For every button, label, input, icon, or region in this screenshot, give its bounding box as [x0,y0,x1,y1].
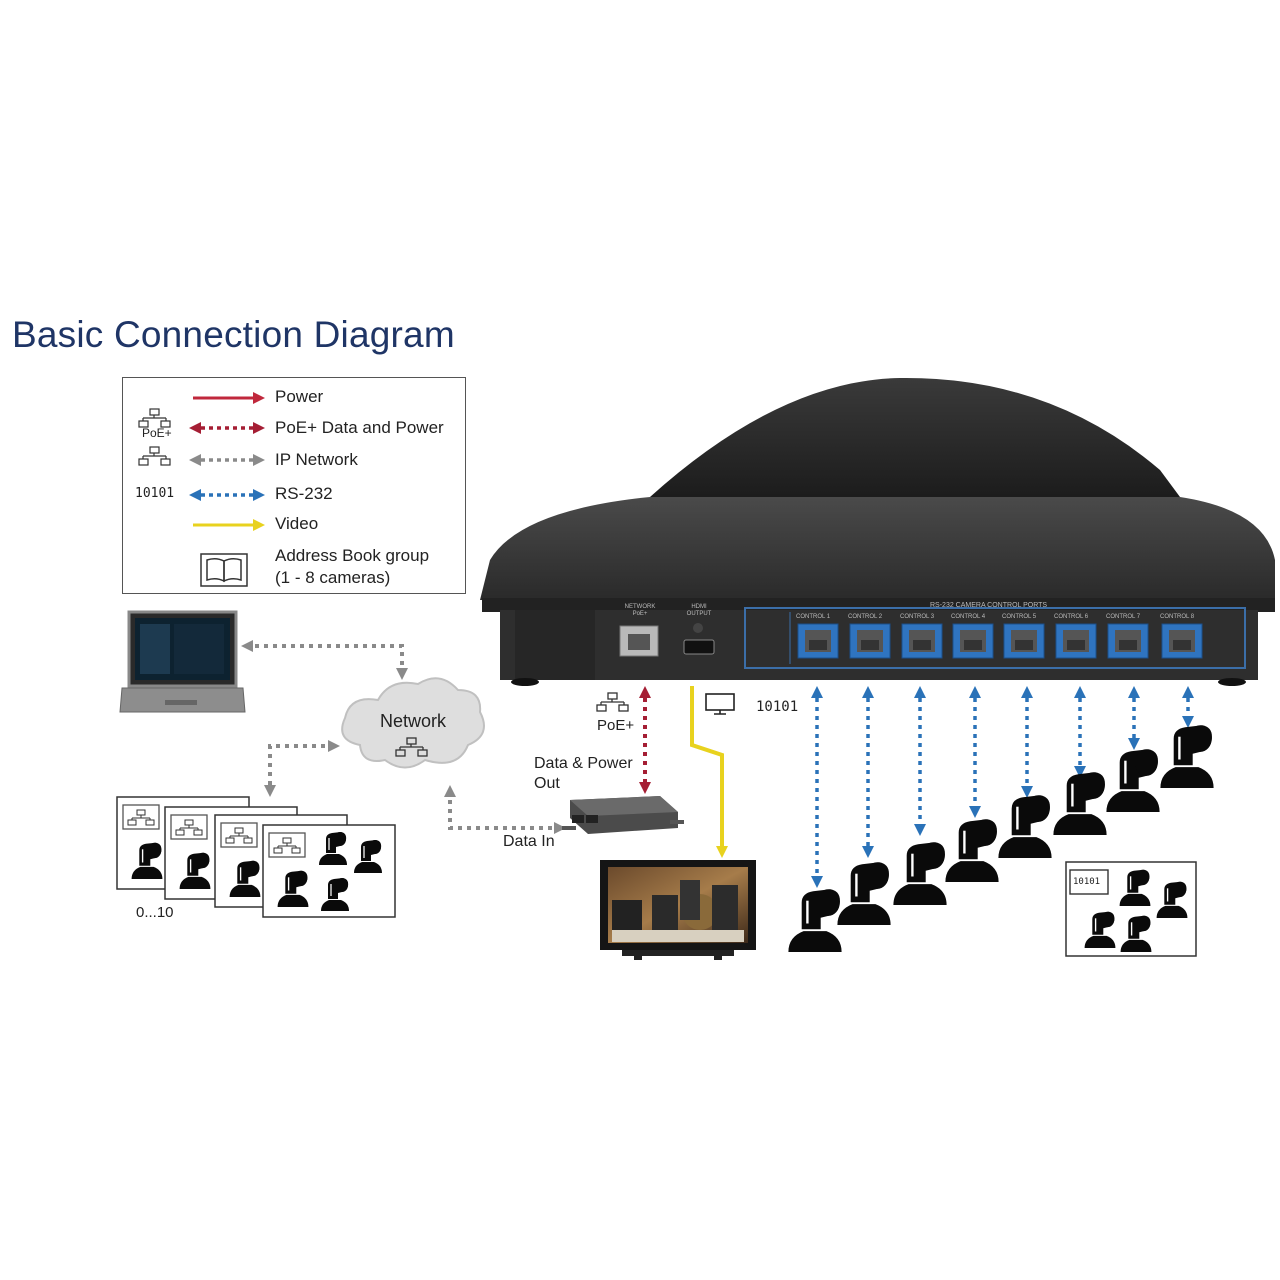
camera-8 [1160,725,1214,788]
address-book-box-cameras [1084,869,1188,952]
data-power-out-label: Data & Power [534,755,633,772]
address-book-page-camera-3-a [229,860,261,897]
control-port-label-3: CONTROL 3 [900,614,935,620]
control-port-label-4: CONTROL 4 [951,614,986,620]
control-port-3 [901,623,943,659]
control-port-4 [952,623,994,659]
address-book-pages [116,796,396,918]
legend-poe-arrow [189,422,265,434]
camera-1 [788,889,842,952]
video-link [690,686,728,858]
control-port-2 [849,623,891,659]
controllers-count-label: 0...10 [136,904,174,921]
address-book-page-4 [262,824,396,918]
rs232-arrow-3 [914,686,926,836]
legend: Power PoE+ PoE+ Data and Power IP Networ… [122,377,466,594]
legend-graphics [138,392,265,587]
legend-sublabel-address-book: (1 - 8 cameras) [275,568,391,587]
legend-rs232-icon-text: 10101 [135,486,175,501]
poe-icon [596,692,629,712]
address-book-page-camera-1-a [131,842,163,879]
camera-5 [998,795,1052,858]
control-port-label-2: CONTROL 2 [848,614,883,620]
control-port-label-7: CONTROL 7 [1106,614,1141,620]
address-book-page-camera-4-c [354,840,382,873]
legend-label-address-book: Address Book group [275,546,430,565]
control-port-5 [1003,623,1045,659]
address-book-bits-label: 10101 [1073,877,1101,887]
data-power-out-label-2: Out [534,775,560,792]
control-port-label-5: CONTROL 5 [1002,614,1037,620]
legend-label-power: Power [275,387,324,406]
poe-injector-box [562,796,684,834]
address-book-page-camera-4-a [277,870,309,907]
rs232-arrow-7 [1128,686,1140,750]
data-in-label: Data In [503,833,555,850]
network-cloud-icon [341,677,485,769]
control-port-7 [1107,623,1149,659]
camera-4 [945,819,999,882]
control-port-6 [1055,623,1097,659]
control-port-1 [797,623,839,659]
legend-ip-arrow [189,454,265,466]
rs232-arrow-6 [1074,686,1086,778]
legend-network-icon [138,446,171,466]
legend-label-ip: IP Network [275,450,358,469]
address-book-box-camera-3 [1084,911,1116,948]
camera-group [788,725,1214,952]
camera-6 [1053,772,1107,835]
rs232-arrow-1 [811,686,823,888]
legend-power-arrow [193,392,265,404]
rs232-links [811,686,1194,888]
laptop-icon [119,610,246,713]
rs232-arrow-4 [969,686,981,818]
camera-controller-device [480,377,1275,686]
address-book-box-camera-1 [1119,869,1151,906]
address-book-page-camera-4-d [321,878,349,911]
legend-label-rs232: RS-232 [275,484,333,503]
control-port-8 [1161,623,1203,659]
ip-network-links [255,644,553,830]
rs232-arrow-2 [862,686,874,858]
hdmi-port-label: HDMI OUTPUT [686,604,712,617]
legend-label-video: Video [275,514,319,533]
legend-poe-icon-text: PoE+ [142,426,172,440]
legend-video-arrow [193,519,265,531]
rs232-arrow-8 [1182,686,1194,728]
page-title: Basic Connection Diagram [12,314,455,355]
poe-label: PoE+ [597,717,635,734]
rs232-bits-label: 10101 [756,699,799,715]
monitor-icon [705,693,735,715]
camera-2 [837,862,891,925]
legend-label-poe: PoE+ Data and Power [275,418,444,437]
address-book-box-camera-4 [1120,915,1152,952]
control-port-label-1: CONTROL 1 [796,614,831,620]
address-book-box-camera-2 [1156,881,1188,918]
ports-header-label: RS-232 CAMERA CONTROL PORTS [930,602,1048,609]
network-port-label: NETWORK PoE+ [624,604,656,617]
poe-link [639,686,651,794]
book-icon [200,553,248,587]
camera-3 [893,842,947,905]
address-book-page-camera-2-a [179,852,211,889]
control-port-label-8: CONTROL 8 [1160,614,1195,620]
camera-7 [1106,749,1160,812]
network-label: Network [380,711,447,731]
legend-rs232-arrow [189,489,265,501]
address-book-page-camera-4-b [319,832,347,865]
control-ports-group [797,623,1203,659]
ip-network-arrowheads [241,640,566,834]
rs232-arrow-5 [1021,686,1033,798]
tv-display [600,860,756,960]
control-port-label-6: CONTROL 6 [1054,614,1089,620]
legend-poe-network-icon [138,408,171,428]
